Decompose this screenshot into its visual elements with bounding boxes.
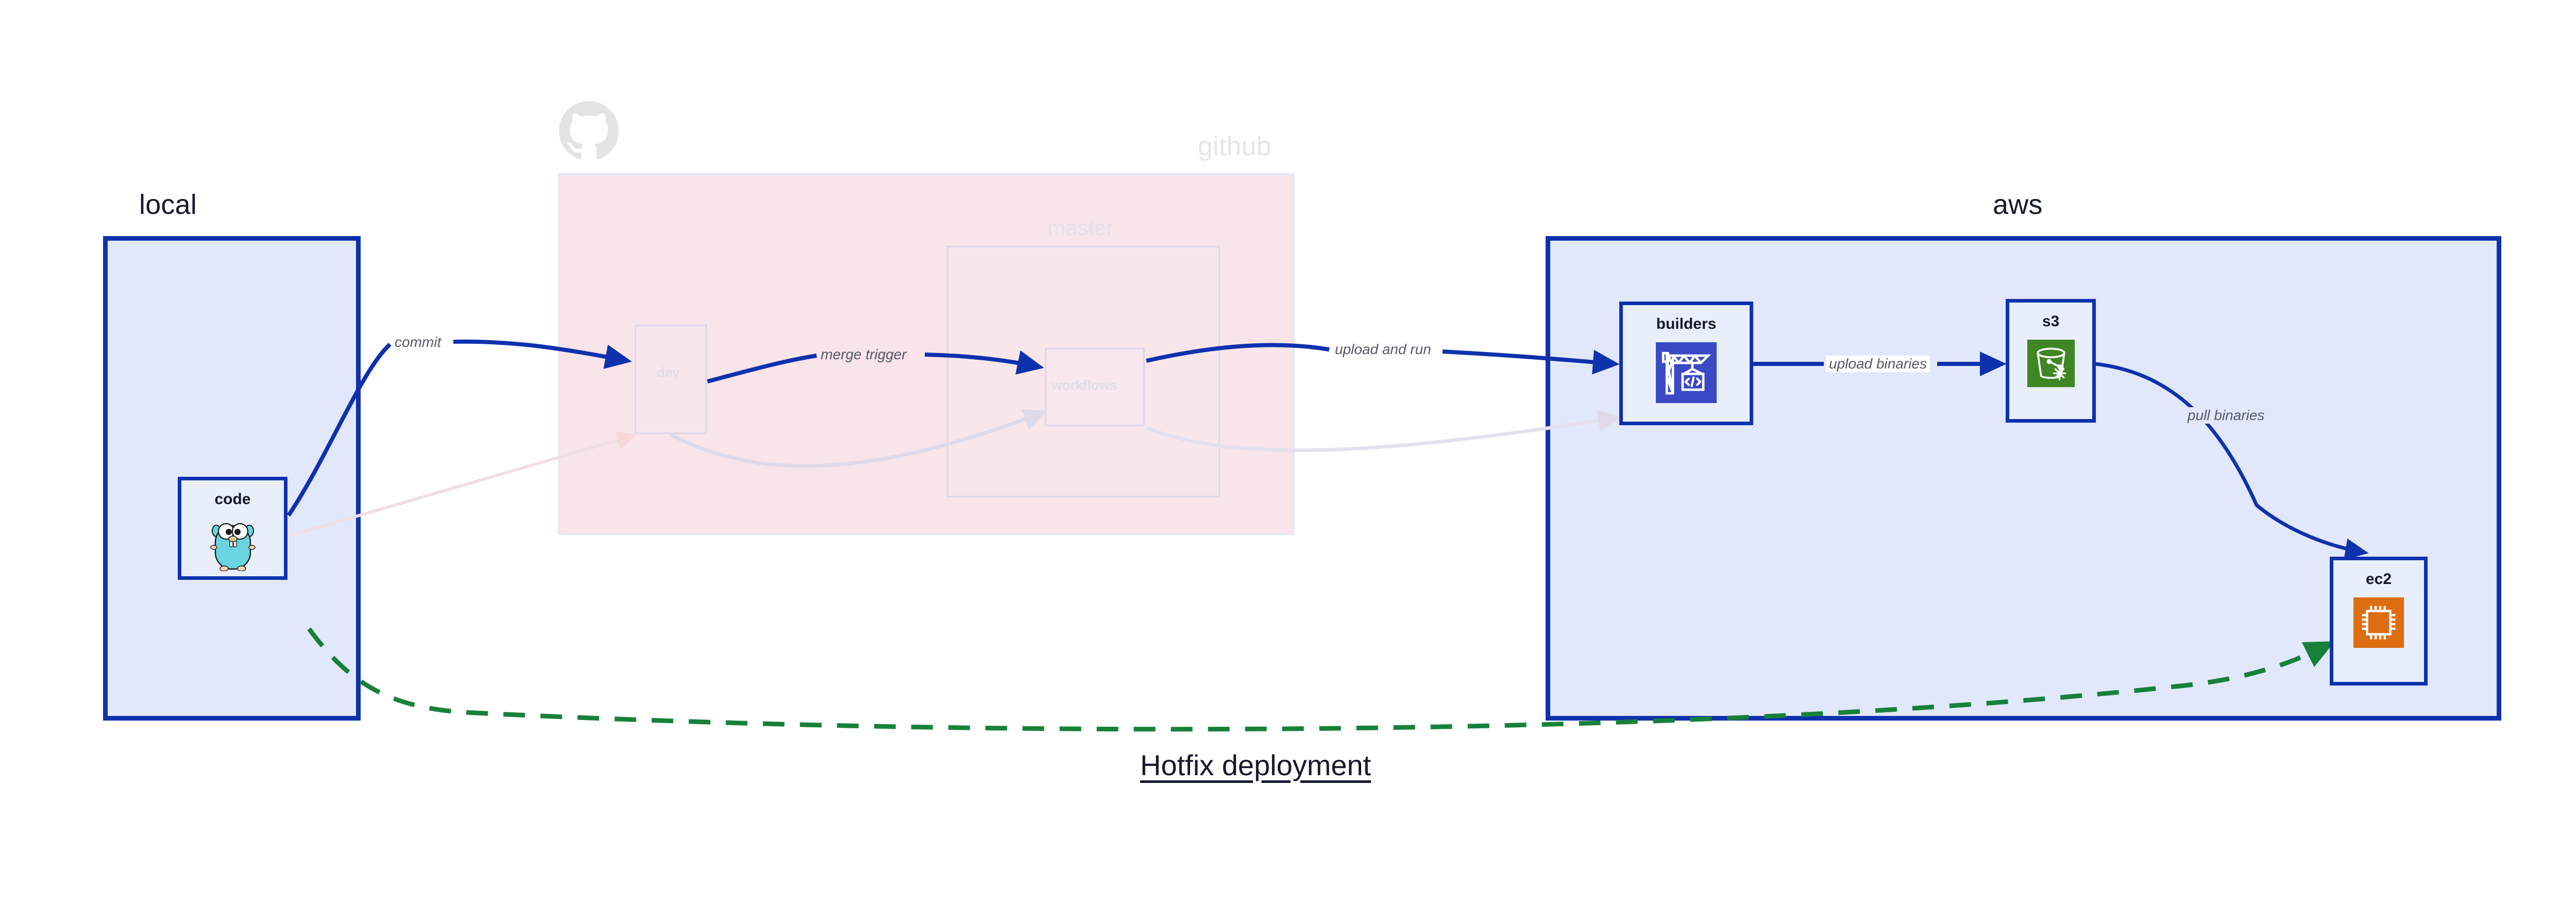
zone-title-local: local	[139, 189, 197, 220]
crane-code-icon	[1656, 342, 1717, 406]
node-code-label: code	[214, 491, 251, 508]
edge-label-upload-binaries: upload binaries	[1826, 356, 1930, 372]
zone-title-aws: aws	[1993, 189, 2043, 220]
node-ec2-label: ec2	[2365, 571, 2392, 588]
github-node-workflows-label: workflows	[1052, 377, 1117, 393]
go-gopher-icon	[209, 517, 257, 574]
github-octocat-logo	[559, 101, 619, 161]
edge-label-upload-and-run: upload and run	[1332, 341, 1434, 358]
node-builders[interactable]: builders	[1619, 302, 1753, 425]
node-s3[interactable]: s3	[2006, 299, 2096, 423]
github-node-dev-label: dev	[657, 364, 680, 380]
s3-bucket-glacier-icon	[2027, 340, 2075, 390]
node-code[interactable]: code	[178, 477, 287, 580]
zone-title-github: github	[1198, 131, 1272, 161]
diagram-caption: Hotfix deployment	[1140, 749, 1371, 781]
node-s3-label: s3	[2042, 313, 2060, 330]
node-builders-label: builders	[1656, 315, 1717, 332]
node-ec2[interactable]: ec2	[2330, 557, 2428, 686]
github-node-workflows	[1045, 348, 1145, 426]
edge-label-merge-trigger: merge trigger	[818, 346, 910, 363]
cpu-chip-icon	[2353, 597, 2404, 650]
github-group-master-label: master	[1047, 215, 1114, 240]
edge-label-commit: commit	[392, 334, 445, 350]
edge-label-pull-binaries: pull binaries	[2184, 407, 2268, 424]
